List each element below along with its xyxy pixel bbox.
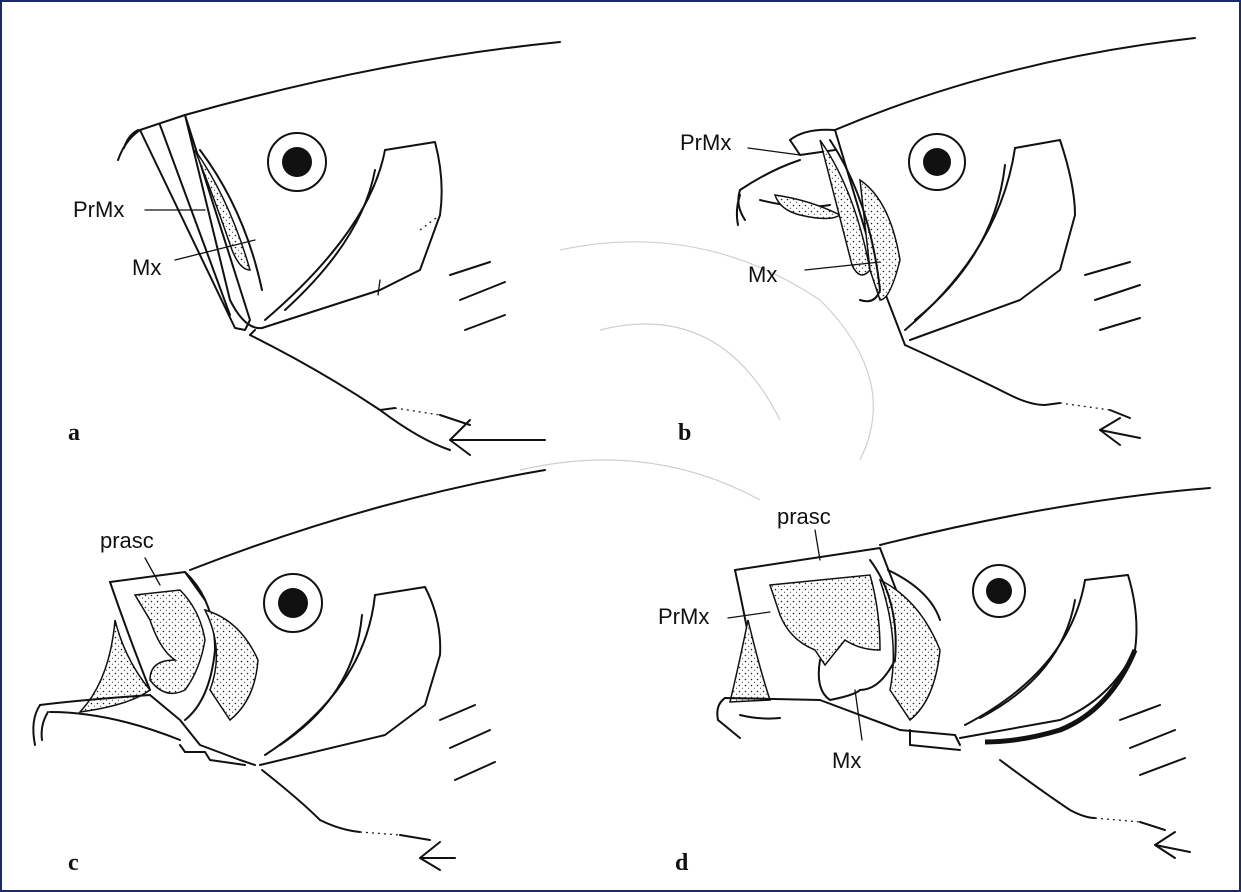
panel-b-maxilla-label: Mx [748,262,777,287]
panel-b-letter: b [678,420,691,446]
panel-d-drawing [717,488,1210,858]
background-ghost-sketch [520,242,873,500]
panel-a-drawing [118,42,560,455]
panel-b-premaxilla-label: PrMx [680,130,731,155]
panel-c-prasc-label: prasc [100,528,154,553]
panel-b-drawing [737,38,1195,445]
panel-d-letter: d [675,850,689,876]
panel-a-maxilla-label: Mx [132,255,161,280]
panel-d-premaxilla-label: PrMx [658,604,709,629]
panel-a-letter: a [68,420,80,446]
panel-d-maxilla-label: Mx [832,748,861,773]
panel-c-letter: c [68,850,79,876]
panel-d-prasc-label: prasc [777,504,831,529]
panel-a-premaxilla-label: PrMx [73,197,124,222]
